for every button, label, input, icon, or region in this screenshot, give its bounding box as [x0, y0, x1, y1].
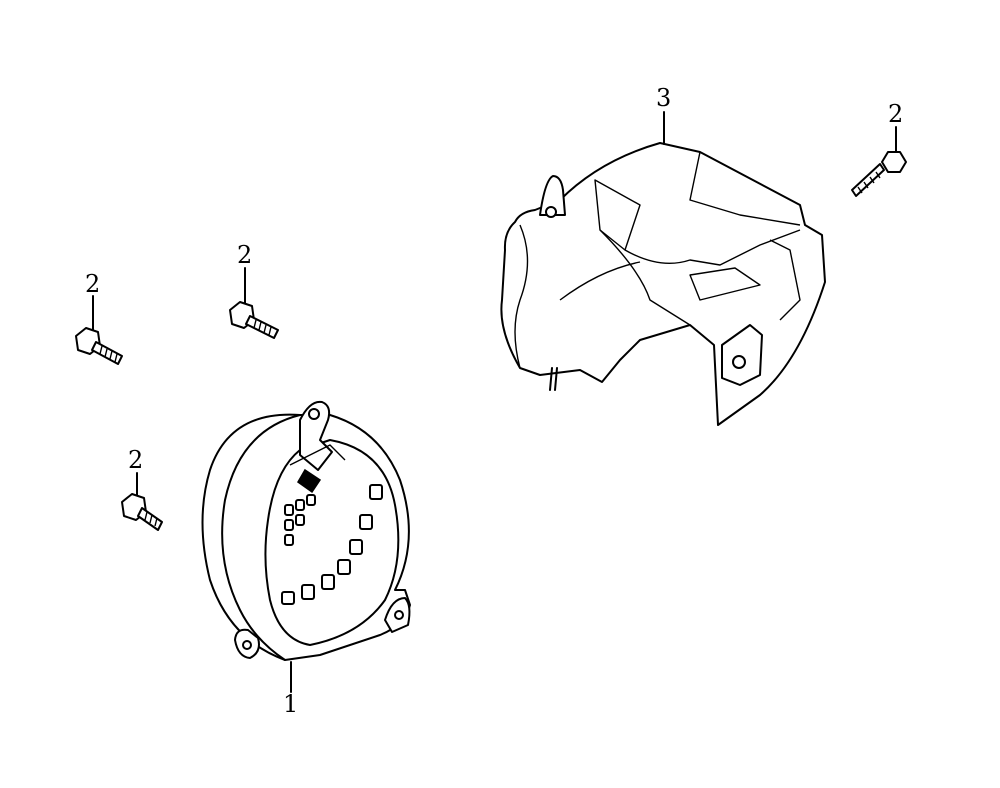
bolt-a: 2 [75, 270, 123, 365]
vent-slots [281, 484, 383, 605]
callout-label-1: 1 [283, 690, 298, 718]
bolt-d: 2 [851, 100, 907, 197]
bolt-c: 2 [121, 446, 163, 531]
callout-label-2b: 2 [237, 241, 252, 269]
callout-label-2a: 2 [85, 270, 100, 298]
bolt-b: 2 [229, 241, 279, 339]
callout-label-2d: 2 [888, 100, 903, 128]
fan-housing: 1 [201, 400, 411, 718]
shroud-cover: 3 [500, 84, 826, 426]
callout-label-3: 3 [656, 84, 671, 112]
callout-label-2c: 2 [128, 446, 143, 474]
